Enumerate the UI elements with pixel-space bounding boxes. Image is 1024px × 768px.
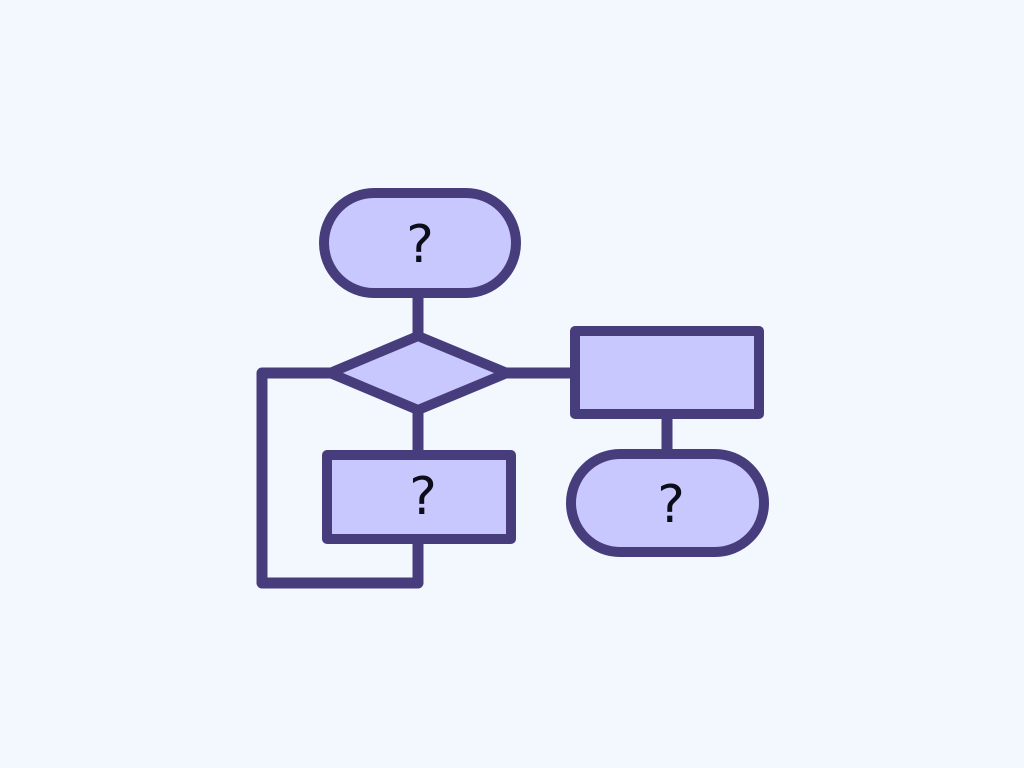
end-terminal: ? (566, 449, 769, 557)
start-terminal: ? (319, 188, 521, 298)
end-terminal-label: ? (657, 475, 685, 535)
start-terminal-label: ? (406, 215, 434, 275)
connector-loop-back (256, 367, 424, 589)
left-process-label: ? (409, 467, 437, 527)
right-process-shape (570, 326, 764, 419)
right-process-node (570, 326, 764, 419)
left-process-node: ? (322, 450, 516, 544)
connectors (256, 286, 673, 589)
left-process-shape (322, 450, 516, 544)
start-terminal-shape (319, 188, 521, 298)
end-terminal-shape (566, 449, 769, 557)
decision-node (325, 331, 512, 415)
decision-diamond-shape (325, 331, 512, 415)
